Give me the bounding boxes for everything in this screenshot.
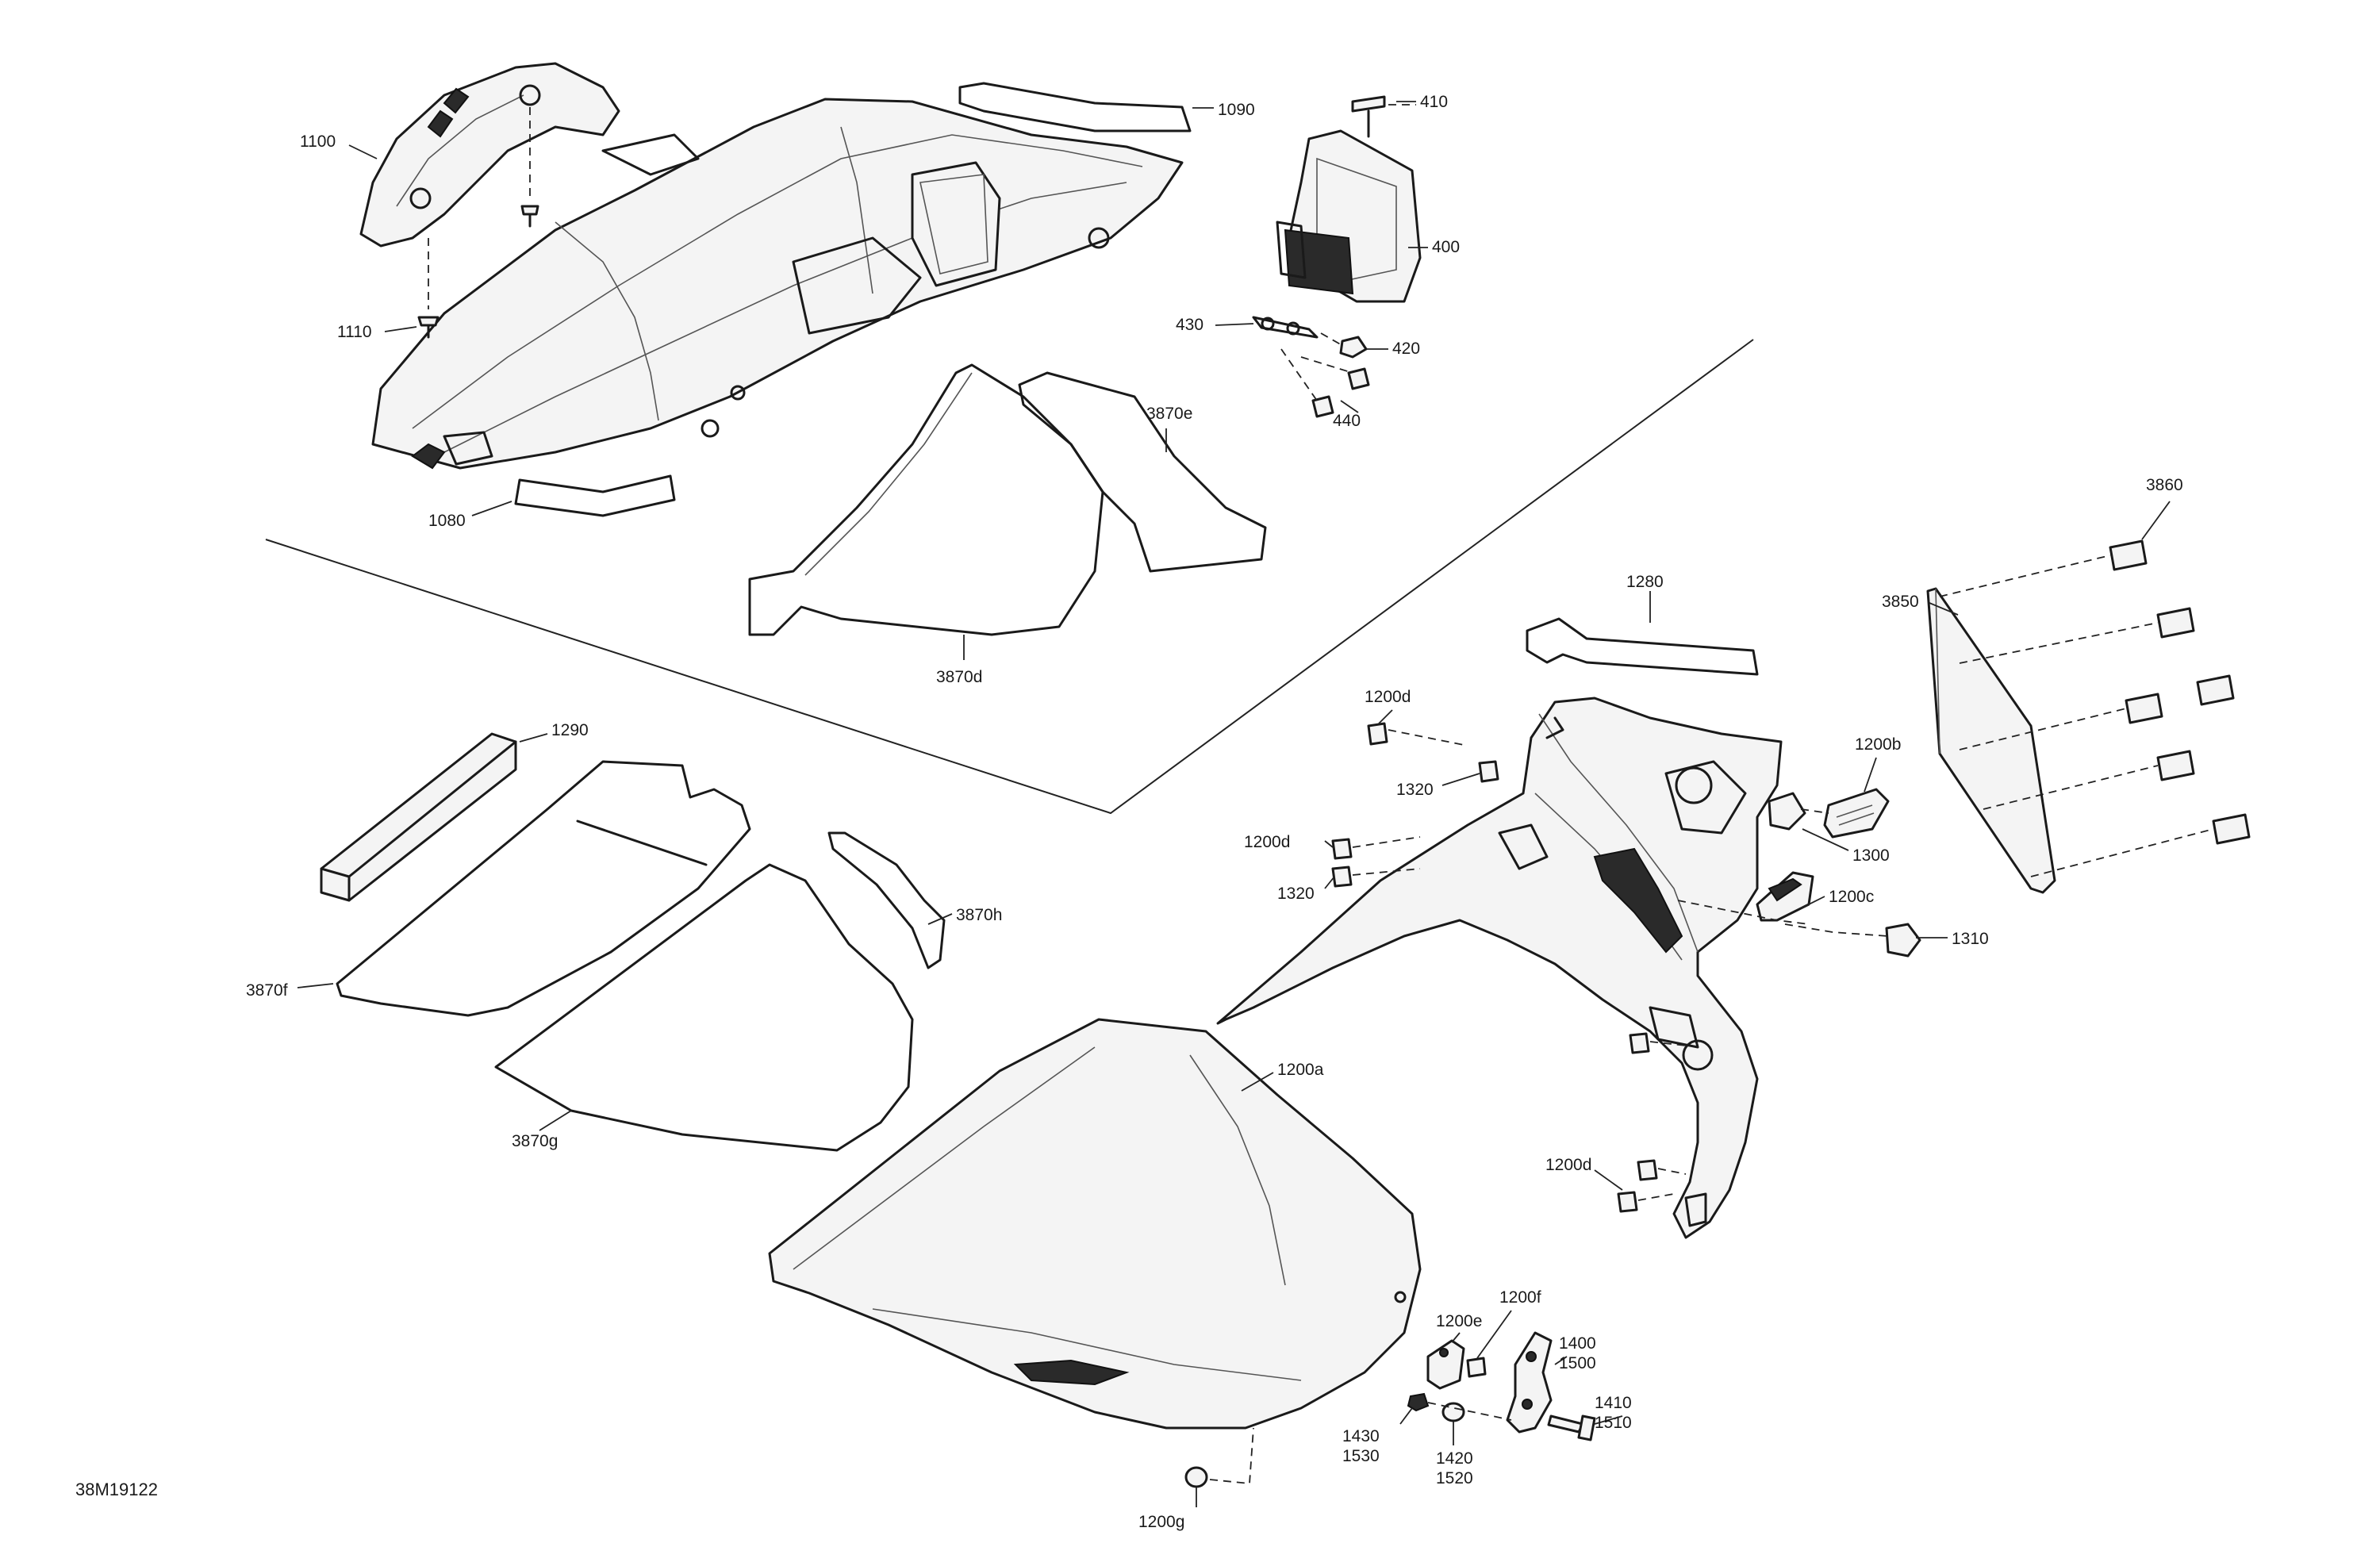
small-parts-leader bbox=[1427, 1402, 1512, 1421]
front-fascia-assembly bbox=[371, 98, 1184, 470]
bracket-1100 bbox=[359, 62, 620, 248]
label-3860: 3860 bbox=[2146, 476, 2183, 494]
label-1410: 1410 bbox=[1595, 1394, 1632, 1412]
label-3870g: 3870g bbox=[512, 1132, 558, 1150]
label-1200c: 1200c bbox=[1829, 888, 1874, 906]
label-1200d-a: 1200d bbox=[1365, 688, 1411, 706]
plate-3850 bbox=[1926, 587, 2056, 894]
section-divider-line bbox=[265, 339, 1754, 815]
label-1200b: 1200b bbox=[1855, 735, 1901, 754]
panel-3870g bbox=[494, 863, 914, 1152]
diagram-reference-code: 38M19122 bbox=[75, 1480, 158, 1499]
label-1090: 1090 bbox=[1218, 101, 1255, 119]
panel-3870h bbox=[827, 831, 946, 969]
label-1280: 1280 bbox=[1626, 573, 1664, 591]
panel-3870f-slot bbox=[576, 819, 708, 866]
label-1110: 1110 bbox=[337, 323, 372, 341]
label-1320-a: 1320 bbox=[1396, 781, 1434, 799]
side-fascia-assembly bbox=[1216, 697, 1783, 1239]
label-1300: 1300 bbox=[1852, 846, 1890, 865]
callout-leaders bbox=[297, 101, 2171, 1507]
bulb-1300 bbox=[1768, 792, 1806, 831]
callout-labels: 1100 1110 1080 1090 410 400 430 420 440 … bbox=[246, 93, 2183, 1531]
washer-1420 bbox=[1441, 1402, 1465, 1422]
washer-1200g bbox=[1184, 1466, 1208, 1488]
label-1290: 1290 bbox=[551, 721, 589, 739]
label-430: 430 bbox=[1176, 316, 1203, 334]
label-1100: 1100 bbox=[300, 132, 336, 151]
screw-1110 bbox=[417, 107, 539, 339]
label-1400: 1400 bbox=[1559, 1334, 1596, 1353]
screw-410 bbox=[1351, 95, 1416, 138]
label-420: 420 bbox=[1392, 340, 1420, 358]
fastener-1200f bbox=[1466, 1357, 1487, 1378]
nut-420 bbox=[1339, 336, 1368, 359]
label-1530: 1530 bbox=[1342, 1447, 1380, 1465]
label-3870h: 3870h bbox=[956, 906, 1002, 924]
label-1080: 1080 bbox=[428, 512, 466, 530]
clip-1200e bbox=[1426, 1339, 1465, 1390]
foam-1090 bbox=[958, 82, 1192, 132]
label-1200a: 1200a bbox=[1277, 1061, 1324, 1079]
screw-3860-set bbox=[1939, 539, 2251, 877]
label-410: 410 bbox=[1420, 93, 1448, 111]
label-1200d-c: 1200d bbox=[1545, 1156, 1591, 1174]
washer-1200g-leader bbox=[1209, 1427, 1254, 1484]
side-panel-1200a bbox=[768, 1018, 1422, 1430]
foam-block-1290 bbox=[320, 732, 517, 902]
bolt-1410 bbox=[1547, 1414, 1596, 1441]
label-1200d-b: 1200d bbox=[1244, 833, 1290, 851]
label-1520: 1520 bbox=[1436, 1469, 1473, 1487]
label-440: 440 bbox=[1333, 412, 1361, 430]
label-400: 400 bbox=[1432, 238, 1460, 256]
module-400 bbox=[1276, 129, 1422, 303]
label-1200f: 1200f bbox=[1499, 1288, 1541, 1307]
nut-1430 bbox=[1407, 1392, 1430, 1412]
panel-3870d-edge bbox=[804, 372, 973, 576]
foam-1080 bbox=[514, 474, 676, 517]
label-1310: 1310 bbox=[1952, 930, 1989, 948]
label-1420: 1420 bbox=[1436, 1449, 1473, 1468]
label-1510: 1510 bbox=[1595, 1414, 1632, 1432]
bracket-1400 bbox=[1506, 1331, 1553, 1434]
label-3870e: 3870e bbox=[1146, 405, 1192, 423]
label-3870d: 3870d bbox=[936, 668, 982, 686]
socket-1310 bbox=[1885, 923, 1921, 958]
harness-route bbox=[1677, 900, 1889, 937]
fastener-1200d-set bbox=[1331, 722, 1687, 1213]
bulb-1300-leader bbox=[1800, 808, 1829, 814]
label-1200g: 1200g bbox=[1138, 1513, 1184, 1531]
light-1200b bbox=[1823, 788, 1890, 839]
label-3850: 3850 bbox=[1882, 593, 1919, 611]
light-1200c bbox=[1756, 871, 1814, 922]
foam-1280 bbox=[1526, 617, 1759, 676]
label-1500: 1500 bbox=[1559, 1354, 1596, 1372]
label-1430: 1430 bbox=[1342, 1427, 1380, 1445]
label-3870f: 3870f bbox=[246, 981, 288, 1000]
bolt-440 bbox=[1280, 348, 1370, 418]
label-1200e: 1200e bbox=[1436, 1312, 1482, 1330]
panel-3870d bbox=[748, 363, 1104, 636]
panel-3870e bbox=[1018, 371, 1267, 573]
bracket-430 bbox=[1252, 316, 1349, 350]
panel-3870f bbox=[336, 760, 751, 1017]
label-1320-b: 1320 bbox=[1277, 885, 1315, 903]
